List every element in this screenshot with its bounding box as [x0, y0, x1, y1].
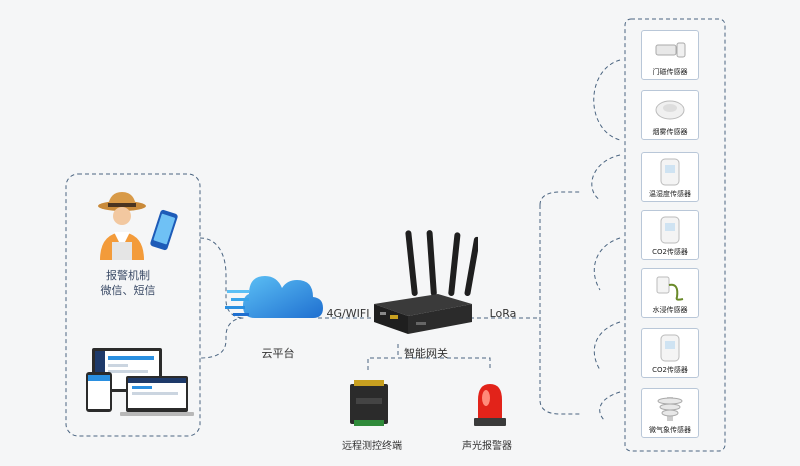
sensor-arc-4: [593, 321, 621, 371]
sensor-arc-2: [591, 154, 621, 201]
sensor-label: CO2传感器: [652, 248, 688, 256]
water-leak-sensor-icon: [656, 276, 684, 301]
monitor-devices-icon: [86, 348, 194, 416]
cloud-icon: [225, 276, 323, 318]
sensor-card-weather: 微气象传感器: [641, 388, 699, 438]
gateway-branch-down: [367, 344, 491, 370]
sensor-card-smoke: 烟雾传感器: [641, 90, 699, 140]
sensor-frame: [624, 18, 726, 452]
alarm-frame: [65, 173, 201, 437]
alarm-device-label: 声光报警器: [462, 441, 512, 452]
phone-icon: [150, 209, 178, 251]
gateway-icon: [374, 230, 478, 334]
farmer-avatar-icon: [98, 192, 146, 260]
co2-sensor-icon: [660, 216, 680, 244]
alarm-subtitle: 微信、短信: [100, 284, 156, 297]
right-brace: [539, 191, 580, 415]
left-brace: [199, 237, 245, 359]
gateway-label: 智能网关: [404, 347, 448, 360]
sensor-label: 微气象传感器: [649, 426, 691, 434]
alarm-title: 报警机制: [106, 269, 150, 282]
sensor-arc-5: [599, 391, 621, 421]
cloud-label: 云平台: [261, 347, 295, 360]
temp-humidity-sensor-icon: [660, 158, 680, 186]
sensor-label: CO2传感器: [652, 366, 688, 374]
sensor-arc-3: [593, 237, 621, 291]
sensor-arc-1: [593, 59, 621, 141]
alarm-light-icon: [474, 384, 506, 426]
remote-terminal-icon: [350, 380, 388, 426]
sensor-label: 门磁传感器: [652, 68, 688, 76]
link-lora-label: LoRa: [489, 307, 517, 320]
sensor-label: 水浸传感器: [652, 306, 688, 314]
link-cloud-label: 4G/WIFI: [326, 307, 370, 320]
sensor-card-water: 水浸传感器: [641, 268, 699, 318]
door-magnetic-sensor-icon: [655, 42, 686, 58]
sensor-card-co2-b: CO2传感器: [641, 328, 699, 378]
sensor-label: 烟雾传感器: [652, 128, 688, 136]
co2-sensor-icon: [660, 334, 680, 362]
remote-terminal-label: 远程测控终端: [342, 441, 402, 452]
sensor-card-temp-humidity: 温湿度传感器: [641, 152, 699, 202]
sensor-label: 温湿度传感器: [649, 190, 691, 198]
smoke-sensor-icon: [655, 100, 685, 120]
sensor-card-co2-a: CO2传感器: [641, 210, 699, 260]
micro-weather-sensor-icon: [657, 397, 683, 421]
sensor-card-door: 门磁传感器: [641, 30, 699, 80]
